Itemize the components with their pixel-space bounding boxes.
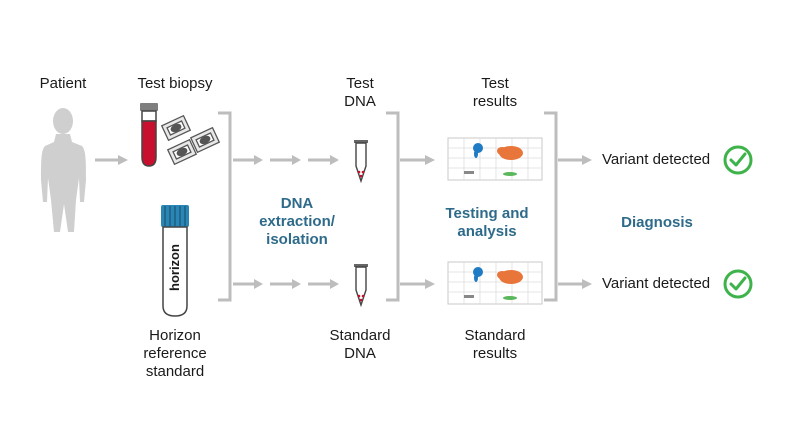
stage-diagnosis: Diagnosis [621, 214, 693, 231]
stage-extraction-line3: isolation [266, 231, 328, 248]
check-circle-icon [723, 269, 753, 299]
stage-extraction-line2: extraction/ [259, 213, 335, 230]
arrows-to-diagnosis [558, 155, 592, 289]
dashed-arrows-to-dna [233, 155, 339, 289]
reference-tube-icon [161, 205, 189, 317]
blood-tube-icon [140, 103, 158, 167]
label-test-dna-line2: DNA [344, 93, 376, 110]
result-top: Variant detected [602, 151, 711, 168]
tissue-slide-icon [160, 114, 221, 166]
person-icon [41, 108, 86, 232]
bracket-samples [218, 111, 232, 302]
dna-tube-icon [354, 140, 368, 184]
label-horizon-standard: Horizon reference standard [130, 327, 220, 381]
label-test-results-line2: results [472, 93, 518, 110]
dna-tube-icon [354, 264, 368, 308]
label-standard-results: Standard results [450, 327, 540, 363]
result-bottom: Variant detected [602, 275, 711, 292]
label-standard-results-line2: results [472, 345, 518, 362]
label-test-results-line1: Test [481, 75, 509, 92]
scatter-plot-icon [447, 137, 543, 181]
label-standard-dna-line1: Standard [329, 327, 391, 344]
stage-testing: Testing and analysis [432, 205, 542, 241]
stage-extraction-line1: DNA [280, 195, 314, 212]
label-standard-results-line1: Standard [464, 327, 526, 344]
check-circle-icon [723, 145, 753, 175]
label-horizon-line2: reference [143, 345, 207, 362]
stage-testing-line2: analysis [457, 223, 517, 240]
scatter-plot-icon [447, 261, 543, 305]
label-test-dna-line1: Test [346, 75, 374, 92]
label-horizon-line1: Horizon [149, 327, 201, 344]
arrows-to-results [400, 155, 435, 289]
bracket-results [544, 111, 558, 302]
arrow-patient-to-biopsy [95, 155, 128, 165]
bracket-dna [386, 111, 400, 302]
stage-extraction: DNA extraction/ isolation [252, 195, 342, 249]
label-test-results: Test results [455, 75, 535, 111]
label-test-dna: Test DNA [325, 75, 395, 111]
label-horizon-line3: standard [145, 363, 205, 380]
label-test-biopsy: Test biopsy [137, 75, 213, 92]
stage-testing-line1: Testing and [445, 205, 529, 222]
label-standard-dna: Standard DNA [318, 327, 402, 363]
label-patient: Patient [39, 75, 87, 92]
tube-brand-label: horizon [167, 244, 182, 291]
label-standard-dna-line2: DNA [344, 345, 376, 362]
